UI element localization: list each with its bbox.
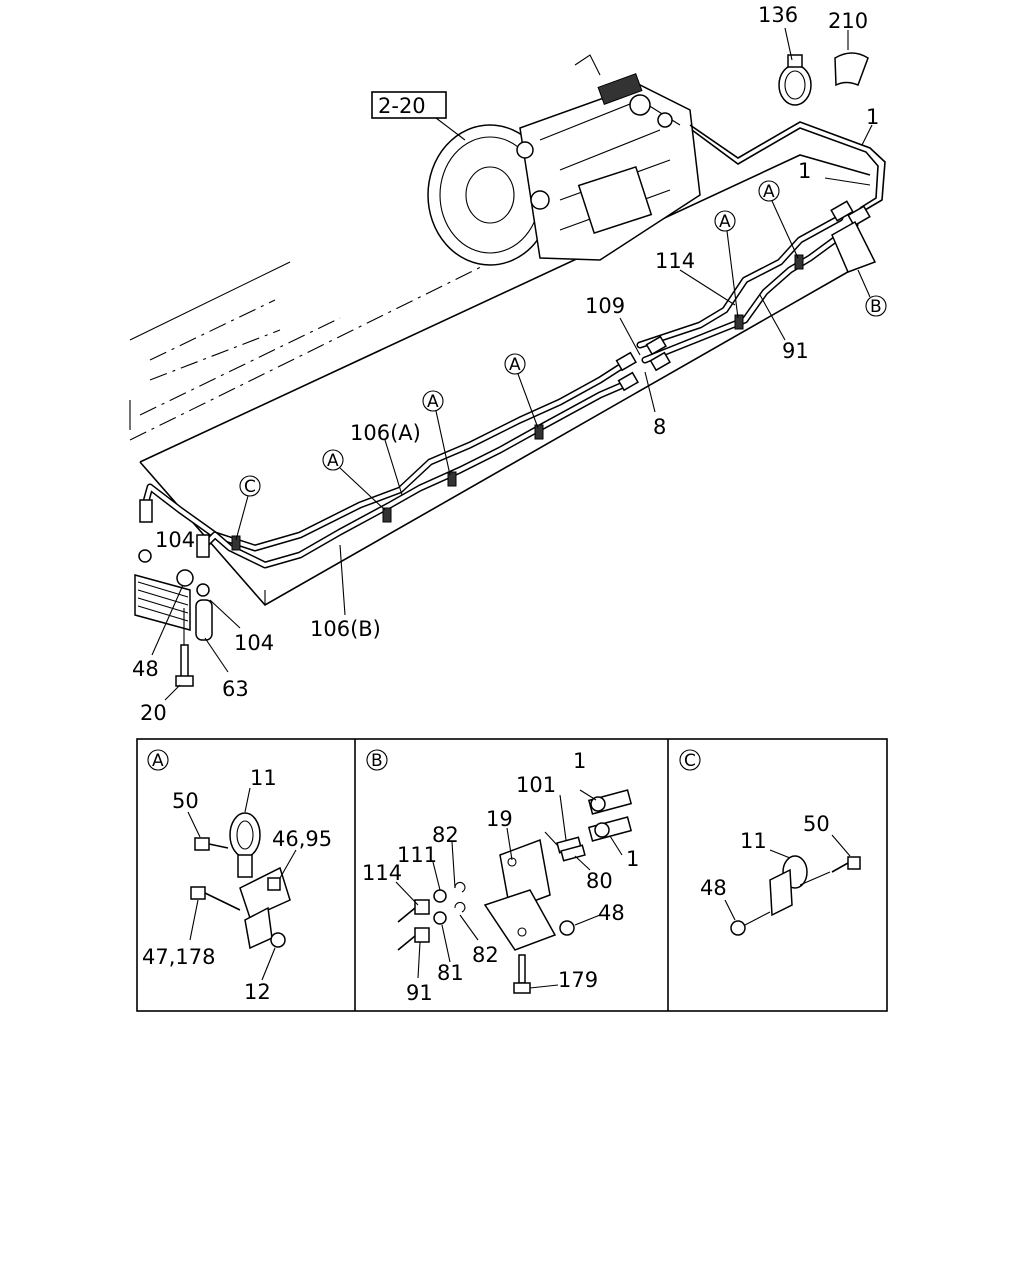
svg-text:A: A (763, 182, 775, 202)
detail-b-label-1-b: 1 (626, 847, 639, 871)
callout-a-5: A (322, 449, 386, 511)
label-109: 109 (585, 294, 625, 318)
detail-b-label-91: 91 (406, 981, 433, 1005)
svg-text:C: C (244, 477, 256, 497)
callout-b: B (857, 269, 887, 317)
detail-c-label-48: 48 (700, 876, 727, 900)
detail-b-header: B (371, 751, 383, 771)
label-1-mid: 1 (798, 159, 811, 183)
detail-b-label-82-a: 82 (432, 823, 459, 847)
detail-panels-frame (136, 738, 888, 1012)
main-labels: 136 210 1 1 114 109 91 8 106(A) 106(B) 1… (132, 3, 879, 725)
label-104-a: 104 (155, 528, 195, 552)
detail-b-label-114: 114 (362, 861, 402, 885)
detail-a-header: A (152, 751, 164, 771)
detail-b-label-48: 48 (598, 901, 625, 925)
detail-b-label-101: 101 (516, 773, 556, 797)
callout-c: C (235, 475, 261, 541)
hose-clamps (778, 52, 869, 106)
callout-a-4: A (422, 390, 451, 476)
detail-a-label-46-95: 46,95 (272, 827, 332, 851)
detail-b-label-81: 81 (437, 961, 464, 985)
main-callouts: A A A A A B C (235, 180, 887, 541)
reference-box: 2-20 (371, 91, 466, 141)
detail-b-label-111: 111 (397, 843, 437, 867)
detail-b-label-1-a: 1 (573, 749, 586, 773)
leader-lines (151, 27, 873, 701)
svg-text:A: A (719, 212, 731, 232)
detail-b-label-82-b: 82 (472, 943, 499, 967)
label-104-b: 104 (234, 631, 274, 655)
detail-c-label-11: 11 (740, 829, 767, 853)
detail-a: A 11 50 46,95 47,178 12 (142, 749, 332, 1004)
label-136: 136 (758, 3, 798, 27)
callout-a-1: A (758, 180, 799, 259)
detail-b-label-19: 19 (486, 807, 513, 831)
svg-text:A: A (327, 451, 339, 471)
svg-text:B: B (870, 297, 882, 317)
label-210: 210 (828, 9, 868, 33)
detail-a-label-12: 12 (244, 980, 271, 1004)
label-1-top: 1 (866, 105, 879, 129)
ref-box-label: 2-20 (378, 94, 426, 118)
label-48: 48 (132, 657, 159, 681)
detail-a-label-11: 11 (250, 766, 277, 790)
oil-cooler (134, 549, 213, 687)
callout-a-3: A (504, 353, 539, 429)
detail-a-label-50: 50 (172, 789, 199, 813)
transmission (427, 54, 701, 266)
label-20: 20 (140, 701, 167, 725)
detail-c-header: C (684, 751, 696, 771)
label-106b: 106(B) (310, 617, 381, 641)
detail-c-label-50: 50 (803, 812, 830, 836)
pipe-route (141, 121, 886, 569)
label-91: 91 (782, 339, 809, 363)
label-63: 63 (222, 677, 249, 701)
callout-a-2: A (714, 210, 739, 319)
label-106a: 106(A) (350, 421, 421, 445)
svg-text:A: A (427, 392, 439, 412)
detail-b-label-179: 179 (558, 968, 598, 992)
detail-b-label-80: 80 (586, 869, 613, 893)
label-8: 8 (653, 415, 666, 439)
label-114: 114 (655, 249, 695, 273)
detail-c: C 11 50 48 (679, 749, 861, 936)
svg-text:A: A (509, 355, 521, 375)
detail-b: B 1 101 82 (362, 749, 639, 1005)
detail-a-label-47-178: 47,178 (142, 945, 215, 969)
pipe-fittings (139, 200, 877, 558)
